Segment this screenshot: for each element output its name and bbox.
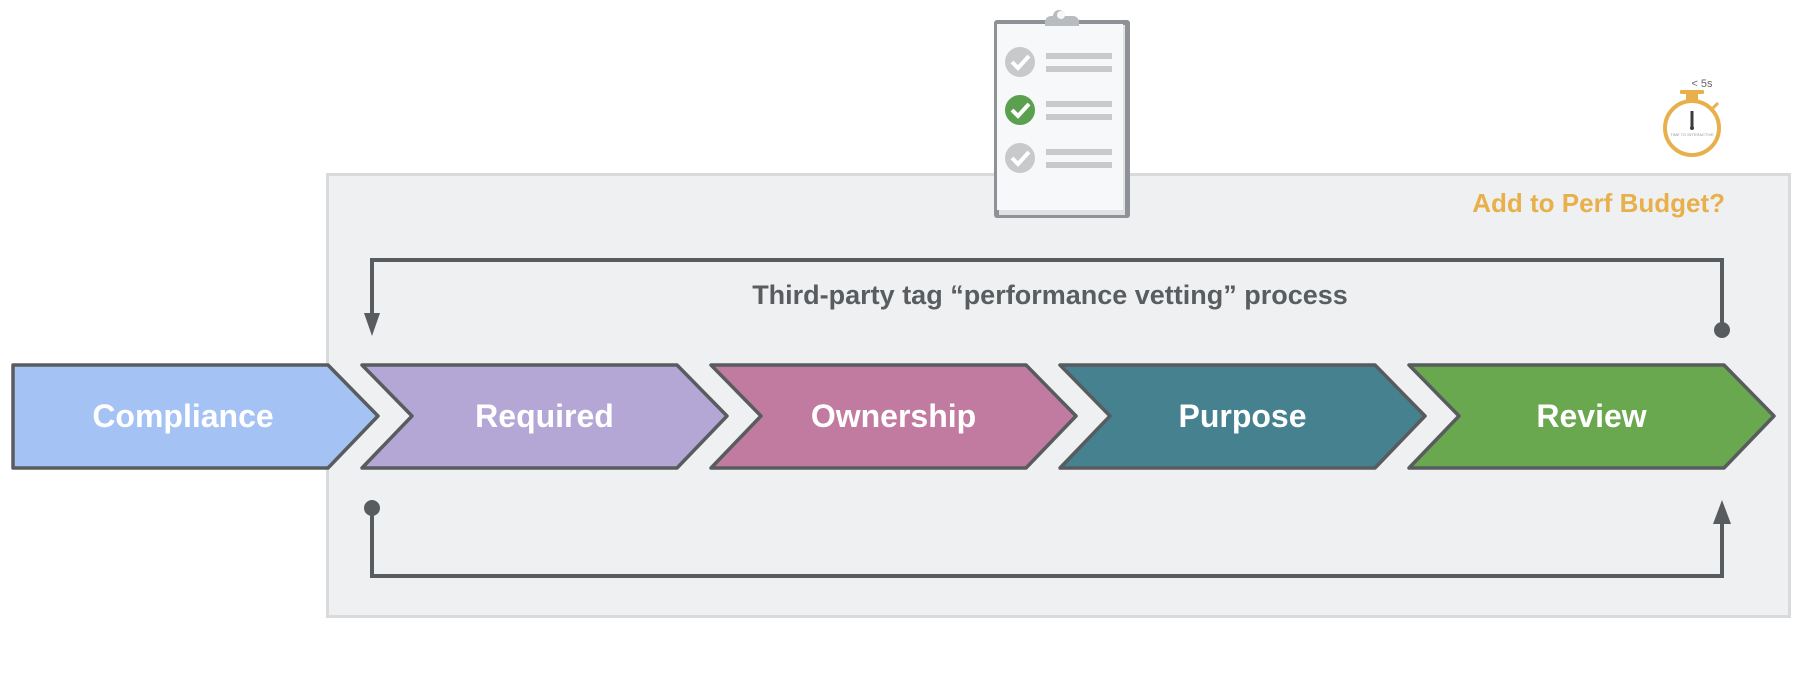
step-label-review: Review — [1536, 398, 1647, 434]
timer-subtext: TIME TO INTERACTIVE — [1670, 132, 1714, 137]
step-label-compliance: Compliance — [92, 398, 274, 434]
process-title: Third-party tag “performance vetting” pr… — [752, 280, 1348, 310]
bottom-loop-connector — [364, 500, 1731, 578]
step-label-required: Required — [475, 398, 614, 434]
step-chevron-required — [360, 363, 729, 470]
timer-label: < 5s — [1691, 78, 1713, 90]
loop-arrow-down-icon — [364, 313, 380, 336]
clipboard-checklist-icon — [994, 10, 1130, 218]
top-loop-connector — [364, 258, 1730, 338]
step-chevron-compliance — [11, 363, 380, 470]
step-chevron-ownership — [709, 363, 1078, 470]
loop-start-dot-icon — [1714, 322, 1730, 338]
stopwatch-icon — [1663, 90, 1721, 157]
checkmark-active-icon — [1005, 95, 1035, 125]
loop-arrow-up-icon — [1713, 500, 1731, 524]
step-chevron-purpose — [1058, 363, 1427, 470]
step-label-purpose: Purpose — [1178, 398, 1307, 434]
step-label-ownership: Ownership — [810, 398, 977, 434]
step-chevron-review — [1407, 363, 1776, 470]
budget-label: Add to Perf Budget? — [1472, 188, 1725, 218]
loop-end-dot-icon — [364, 500, 380, 516]
checkmark-inactive-icon — [1005, 47, 1035, 77]
process-steps — [11, 363, 1776, 470]
checkmark-inactive-icon — [1005, 143, 1035, 173]
